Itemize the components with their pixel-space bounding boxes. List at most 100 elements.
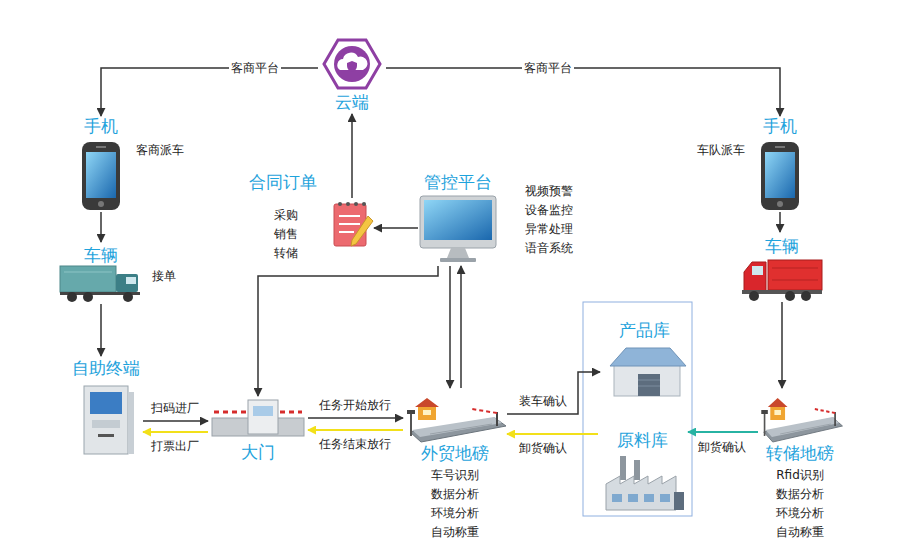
- node-title: 合同订单: [249, 172, 317, 192]
- monitor-icon-part: [447, 248, 469, 258]
- edge-label: 任务结束放行: [317, 437, 393, 451]
- flow-arrow: [308, 429, 403, 431]
- weighbridge-icon-part: [407, 398, 506, 442]
- factory-icon: [606, 456, 684, 510]
- contract-notepad-icon-part: [338, 202, 342, 206]
- factory-icon-part: [620, 456, 626, 480]
- factory-icon-part: [660, 494, 670, 502]
- box-truck-icon-part: [116, 274, 138, 292]
- control-platform-node: 管控平台视频预警 设备监控 异常处理 语音系统: [418, 170, 500, 266]
- edge-label: 装车确认: [517, 394, 569, 408]
- phone-icon-part: [86, 152, 116, 198]
- node-note: 客商派车: [136, 142, 184, 158]
- contract-notepad-icon-part: [339, 223, 360, 225]
- flow-arrow: [374, 227, 418, 229]
- flow-arrow: [101, 68, 318, 116]
- gate-icon-part: [248, 400, 278, 434]
- cloud-icon: [324, 40, 380, 88]
- warehouse-icon-part: [638, 374, 660, 396]
- flow-arrow: [688, 431, 758, 433]
- weighbridge-icon: [407, 398, 506, 442]
- cloud-icon-part: [347, 61, 357, 72]
- warehouse-icon-part: [614, 364, 680, 396]
- edge-label: 扫码进厂: [149, 401, 201, 415]
- node-title: 云端: [335, 92, 369, 112]
- kiosk-icon-part: [98, 434, 114, 437]
- phone-icon-part: [775, 146, 785, 148]
- monitor-icon-part: [424, 200, 492, 240]
- gate-icon-part: [214, 411, 246, 414]
- node-title: 车辆: [84, 245, 118, 265]
- phone-icon-part: [96, 146, 106, 148]
- node-title: 手机: [84, 116, 118, 136]
- kiosk-icon-part: [90, 392, 122, 414]
- edge-label: 任务开始放行: [317, 398, 393, 412]
- node-note: 接单: [152, 268, 176, 284]
- monitor-icon-part: [420, 196, 496, 248]
- box-truck-icon-part: [64, 272, 112, 273]
- flow-arrow: [351, 114, 353, 198]
- factory-icon-part: [628, 494, 638, 502]
- node-note: Rfid识别 数据分析 环境分析 自动称重: [776, 466, 824, 542]
- contract-notepad-icon-part: [334, 204, 366, 246]
- warehouse-area-outline-part: [583, 302, 692, 516]
- dump-truck-icon: [742, 260, 822, 301]
- phone-icon-part: [98, 201, 104, 207]
- contract-notepad-icon-part: [351, 216, 373, 246]
- flow-arrow: [449, 266, 451, 388]
- weighbridge-node: 转储地磅Rfid识别 数据分析 环境分析 自动称重: [758, 388, 842, 464]
- contract-notepad-icon: [334, 202, 373, 246]
- contract-notepad-icon-part: [339, 215, 360, 217]
- warehouse-icon-part: [610, 348, 686, 366]
- raw-material-warehouse-node: 原料库: [598, 428, 688, 512]
- phone-icon: [761, 142, 799, 210]
- phone-icon: [82, 142, 120, 210]
- self-service-terminal-node: 自助终端: [69, 356, 143, 458]
- weighbridge-node: 外贸地磅车号识别 数据分析 环境分析 自动称重: [403, 388, 507, 464]
- factory-icon-part: [606, 476, 676, 510]
- flow-arrow: [781, 302, 783, 388]
- node-title: 原料库: [617, 430, 668, 450]
- node-title: 管控平台: [424, 172, 492, 192]
- dump-truck-icon-part: [768, 260, 822, 290]
- node-title: 手机: [763, 116, 797, 136]
- phone-icon-part: [82, 142, 120, 210]
- flow-arrow: [386, 68, 780, 116]
- node-title: 大门: [241, 442, 275, 462]
- vehicle-node: 车辆接单: [58, 242, 142, 304]
- phone-icon-part: [777, 201, 783, 207]
- weighbridge-icon: [761, 398, 842, 442]
- contract-notepad-icon-part: [346, 202, 350, 206]
- edge-label: 打票出厂: [149, 439, 201, 453]
- warehouse-icon: [610, 348, 686, 396]
- edge-label: 客商平台: [229, 61, 281, 75]
- node-note: 视频预警 设备监控 异常处理 语音系统: [525, 182, 573, 258]
- flow-arrow: [143, 420, 208, 422]
- gate-icon: [212, 400, 304, 436]
- node-title: 自助终端: [72, 358, 140, 378]
- dump-truck-icon-part: [744, 262, 766, 292]
- kiosk-icon-part: [84, 386, 128, 454]
- edge-label: 卸货确认: [517, 441, 569, 455]
- cloud-icon-part: [324, 40, 380, 88]
- node-title: 车辆: [765, 236, 799, 256]
- edge-label: 客商平台: [522, 61, 574, 75]
- dump-truck-icon-part: [752, 266, 763, 275]
- weighbridge-icon-part: [761, 398, 842, 442]
- flow-arrow: [460, 266, 462, 388]
- contract-notepad-icon-part: [362, 202, 366, 206]
- factory-icon-part: [644, 494, 654, 502]
- flow-arrow: [779, 212, 781, 232]
- dump-truck-icon-part: [749, 291, 759, 301]
- contract-notepad-icon-part: [354, 202, 358, 206]
- vehicle-node: 车辆: [738, 232, 824, 302]
- warehouse-icon-part: [638, 386, 660, 387]
- edge-label: 卸货确认: [696, 440, 748, 454]
- dump-truck-icon-part: [772, 268, 818, 269]
- flow-arrow: [308, 417, 403, 419]
- cloud-node: 云端: [318, 38, 386, 114]
- node-title: 转储地磅: [766, 443, 834, 463]
- flow-arrow: [507, 433, 598, 435]
- dump-truck-icon-part: [801, 291, 811, 301]
